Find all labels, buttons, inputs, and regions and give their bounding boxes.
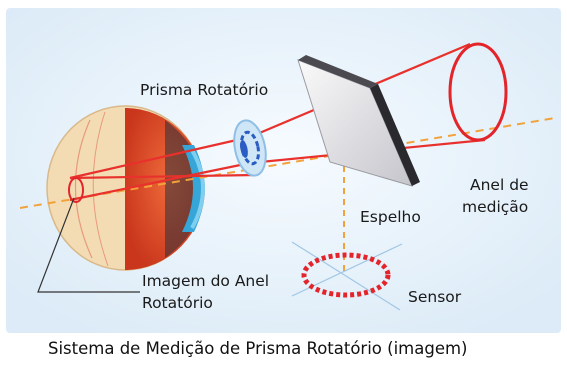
mirror [297,55,420,187]
measurement-ring-label-line2: medição [462,198,529,216]
sensor-ring [301,252,391,298]
sensor-label: Sensor [408,288,462,306]
image-label-pointer [37,197,140,293]
ring-image-label-line2: Rotatório [142,294,213,312]
retina-ring-image [68,177,84,203]
rotating-prism [233,119,267,177]
mirror-label: Espelho [360,208,421,226]
measurement-ring [448,42,508,142]
measurement-ring-label-line1: Anel de [470,176,529,194]
sensor-crossline-1 [291,241,401,311]
ring-image-label-line1: Imagem do Anel [142,272,270,290]
prism-label: Prisma Rotatório [140,81,269,99]
figure-caption: Sistema de Medição de Prisma Rotatório (… [48,339,468,358]
